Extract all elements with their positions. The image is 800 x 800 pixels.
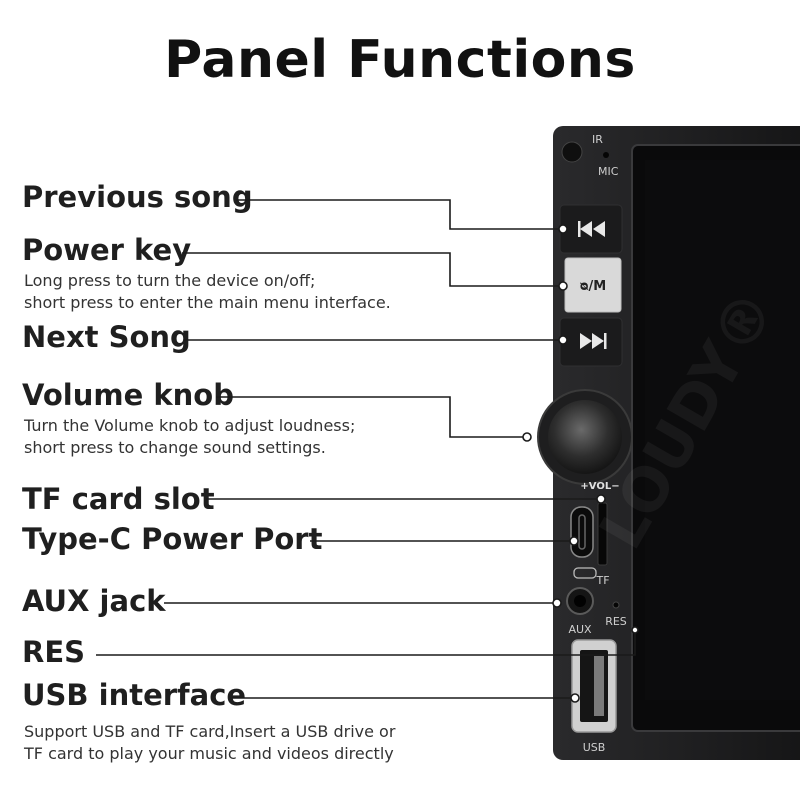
- battery-icon: [573, 567, 597, 579]
- res-text: RES: [605, 615, 627, 628]
- usb-interface-label: USB interface: [22, 678, 247, 712]
- callout-lines: [96, 199, 636, 699]
- screen-inner: [645, 160, 800, 700]
- volume-knob-desc-line-2: short press to change sound settings.: [24, 438, 326, 457]
- usb-port[interactable]: [571, 639, 617, 733]
- tf-card-slot-label: TF card slot: [22, 482, 215, 516]
- ir-sensor-icon: [561, 141, 583, 163]
- callout-res: [96, 630, 636, 656]
- usb-desc-line-1: Support USB and TF card,Insert a USB dri…: [24, 722, 396, 741]
- power-button-text: ᴓ/M: [580, 279, 606, 294]
- callout-dot-usb: [570, 693, 580, 703]
- type-c-port-label: Type-C Power Port: [22, 522, 323, 556]
- volume-knob-label: Volume knob: [22, 378, 234, 412]
- page-title: Panel Functions: [164, 30, 636, 90]
- callout-dot-previous: [558, 224, 568, 234]
- mic-hole-icon: [603, 152, 609, 158]
- callout-dot-aux: [552, 598, 562, 608]
- res-button[interactable]: [612, 601, 620, 609]
- callout-power: [182, 252, 560, 287]
- volume-knob[interactable]: [537, 389, 633, 485]
- tf-text: TF: [595, 574, 609, 587]
- usb-text: USB: [583, 741, 606, 754]
- next-song-label: Next Song: [22, 320, 191, 354]
- aux-text: AUX: [568, 623, 592, 636]
- callout-dot-res: [631, 626, 639, 634]
- previous-song-button[interactable]: [559, 204, 623, 254]
- power-key-desc-line-2: short press to enter the main menu inter…: [24, 293, 391, 312]
- callout-dot-type-c: [569, 536, 579, 546]
- previous-icon: [580, 221, 592, 237]
- callout-dot-volume: [522, 432, 532, 442]
- aux-jack-label: AUX jack: [22, 584, 166, 618]
- vol-text: +VOL−: [580, 481, 619, 492]
- next-icon: [580, 333, 592, 349]
- volume-knob-desc-line-1: Turn the Volume knob to adjust loudness;: [24, 416, 356, 435]
- callout-dot-next: [558, 335, 568, 345]
- power-menu-button[interactable]: ᴓ/M: [564, 257, 622, 313]
- next-song-button[interactable]: [559, 317, 623, 367]
- ir-text: IR: [592, 133, 603, 146]
- previous-song-label: Previous song: [22, 180, 253, 214]
- usb-desc-line-2: TF card to play your music and videos di…: [24, 744, 394, 763]
- callout-dot-tf: [596, 494, 606, 504]
- power-key-desc-line-1: Long press to turn the device on/off;: [24, 271, 316, 290]
- res-label: RES: [22, 635, 86, 669]
- callout-previous: [236, 199, 560, 230]
- power-key-label: Power key: [22, 233, 192, 267]
- mic-text: MIC: [598, 165, 619, 178]
- callout-volume: [216, 396, 525, 438]
- callout-dot-power: [558, 281, 568, 291]
